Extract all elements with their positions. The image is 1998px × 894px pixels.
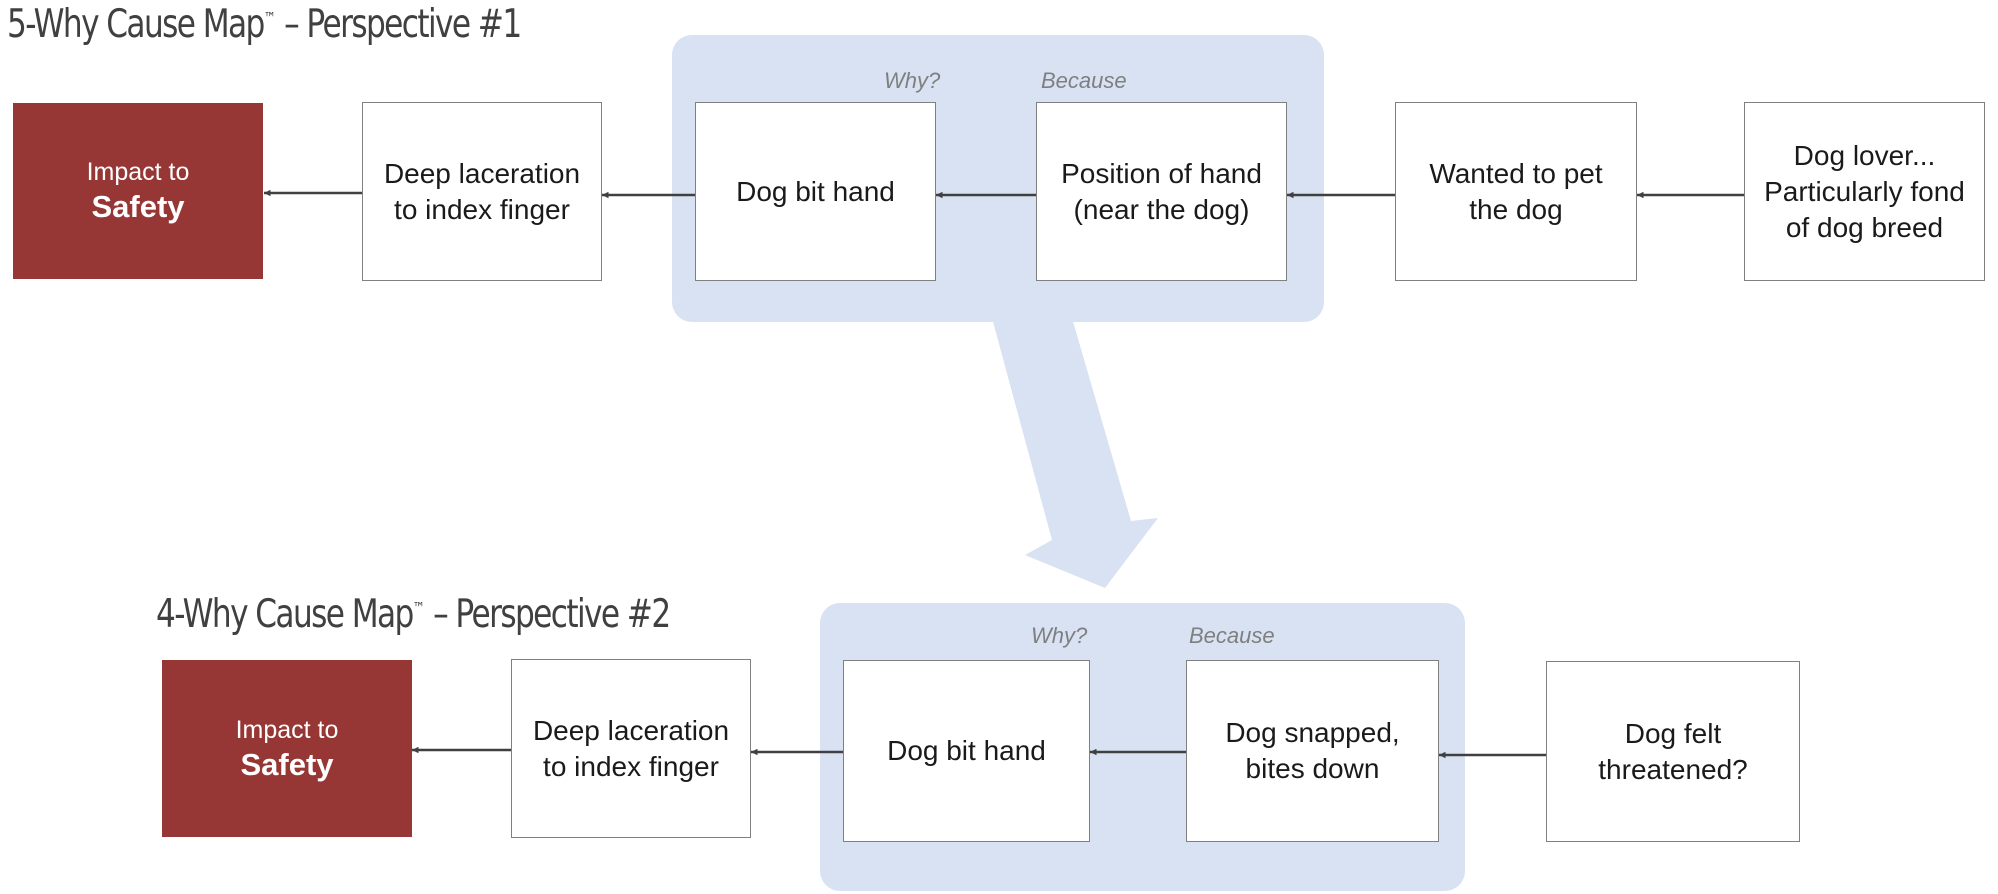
impact-label: Impact to [86, 158, 190, 186]
cause-box-position-of-hand: Position of hand (near the dog) [1036, 102, 1287, 281]
because-label-p1: Because [1041, 68, 1127, 93]
impact-label: Impact to [235, 715, 339, 744]
perspective-1-subtitle: – Perspective #1 [284, 2, 522, 47]
because-label-p2: Because [1189, 623, 1275, 648]
cause-box-dog-bit-p2: Dog bit hand [843, 660, 1090, 842]
cause-box-wanted-to-pet: Wanted to pet the dog [1395, 102, 1637, 281]
impact-safety-box-p1: Impact to Safety [13, 103, 263, 279]
cause-box-dog-snapped: Dog snapped, bites down [1186, 660, 1439, 842]
impact-safety-box-p2: Impact to Safety [162, 660, 412, 837]
impact-category: Safety [240, 746, 334, 782]
cause-box-laceration-p1: Deep laceration to index finger [362, 102, 602, 281]
perspective-2-title-text: 4-Why Cause Map [156, 592, 414, 637]
why-label-p1: Why? [884, 68, 941, 93]
perspective-transition-arrow [992, 318, 1158, 588]
perspective-2-title: 4-Why Cause Map™ – Perspective #2 [156, 592, 671, 637]
perspective-2-subtitle: – Perspective #2 [433, 592, 671, 637]
trademark-symbol: ™ [412, 599, 425, 617]
trademark-symbol: ™ [263, 9, 276, 27]
why-label-p2: Why? [1031, 623, 1088, 648]
cause-box-dog-threatened: Dog felt threatened? [1546, 661, 1800, 842]
impact-category: Safety [91, 189, 185, 224]
perspective-1-title: 5-Why Cause Map™ – Perspective #1 [7, 2, 522, 47]
cause-box-laceration-p2: Deep laceration to index finger [511, 659, 751, 838]
cause-box-dog-bit-p1: Dog bit hand [695, 102, 936, 281]
perspective-1-title-text: 5-Why Cause Map [7, 2, 265, 47]
cause-box-dog-lover: Dog lover... Particularly fond of dog br… [1744, 102, 1985, 281]
